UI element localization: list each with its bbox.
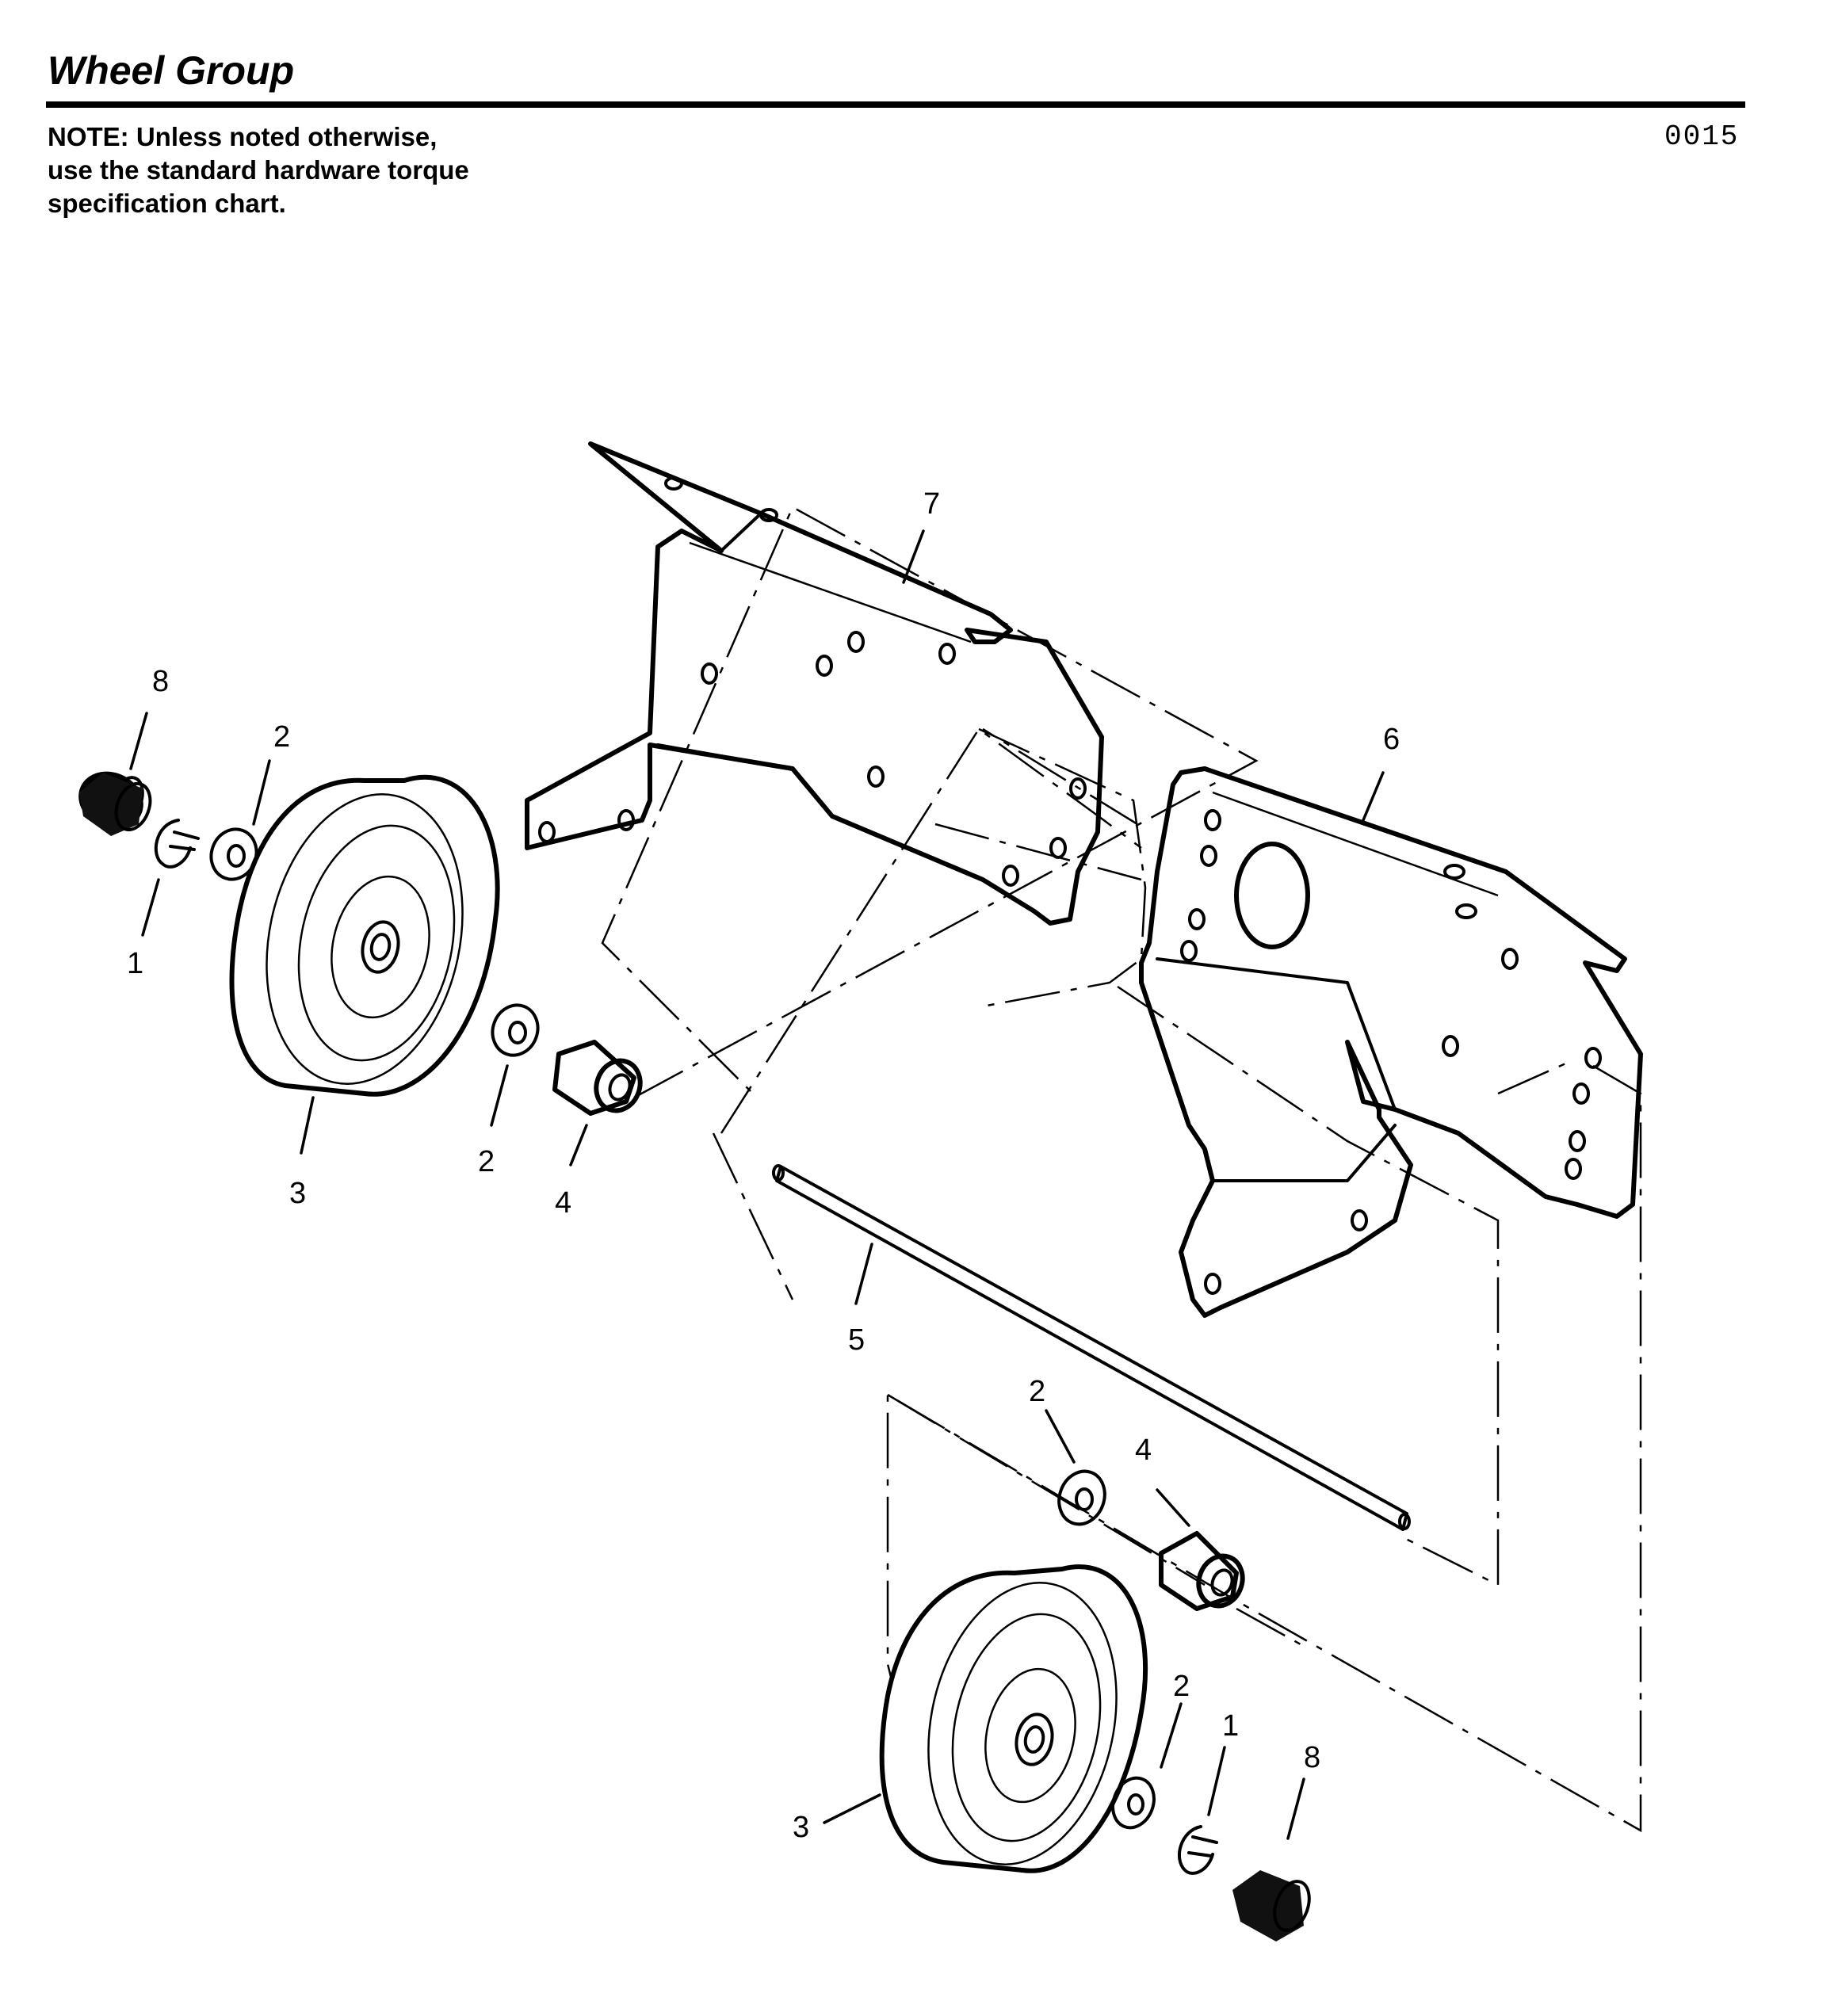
washer-2	[209, 827, 258, 881]
callout-label: 5	[848, 1323, 865, 1357]
callout-label: 3	[793, 1811, 809, 1844]
figure-code: 0015	[1664, 120, 1740, 153]
note-line: NOTE: Unless noted otherwise,	[48, 122, 438, 151]
assembly-centerlines	[601, 506, 1642, 1833]
callout-label: 4	[1135, 1434, 1152, 1467]
wheel-3-bottom	[879, 1564, 1148, 1873]
wheel-bracket-6	[1139, 766, 1643, 1318]
leader-lines	[129, 529, 1385, 1840]
wheel-3-top	[229, 774, 500, 1097]
callout-label: 6	[1383, 723, 1400, 756]
callout-label: 7	[923, 487, 940, 521]
callout-label: 2	[478, 1145, 495, 1178]
e-clip-1	[1177, 1825, 1218, 1875]
washer-2	[1111, 1776, 1156, 1830]
axle-cap-8	[1232, 1870, 1311, 1942]
callout-label: 8	[1304, 1741, 1320, 1774]
washer-2	[1057, 1469, 1106, 1526]
torque-note: NOTE: Unless noted otherwise, use the st…	[48, 120, 469, 220]
title-divider	[46, 101, 1745, 108]
washer-2	[491, 1003, 540, 1057]
wheel-bracket-7	[525, 441, 1104, 926]
callout-label: 1	[1222, 1709, 1239, 1743]
callout-label: 8	[152, 665, 169, 698]
callout-labels: 8 2 1 3 2 4 7 6 5 2 4 3 2 1 8	[127, 487, 1400, 1844]
callout-label: 2	[273, 720, 290, 754]
axle-cap-8	[78, 771, 152, 836]
page-title: Wheel Group	[48, 48, 295, 93]
spacer-4	[1159, 1531, 1245, 1611]
callout-label: 3	[289, 1177, 306, 1210]
callout-label: 4	[555, 1186, 571, 1220]
e-clip-1	[154, 819, 200, 869]
callout-label: 2	[1173, 1670, 1190, 1703]
note-line: specification chart.	[48, 189, 286, 218]
axle-rod-5	[772, 1164, 1411, 1531]
callout-label: 2	[1029, 1375, 1045, 1408]
callout-label: 1	[127, 947, 143, 980]
note-line: use the standard hardware torque	[48, 155, 469, 185]
spacer-4	[552, 1040, 643, 1116]
